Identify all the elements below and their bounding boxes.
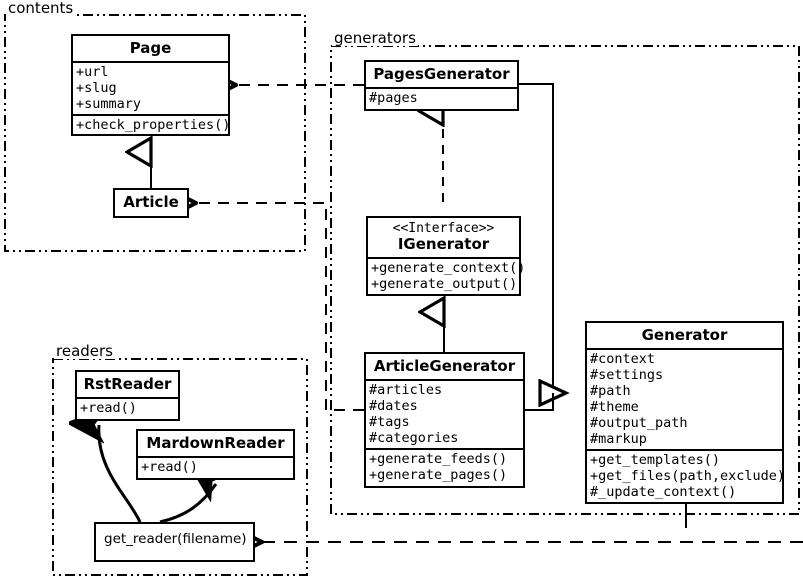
attribute-row: +summary — [76, 96, 142, 112]
class-methods-rst-reader: +read() — [77, 397, 178, 418]
attribute-row: #pages — [369, 90, 418, 106]
relation-get-reader-creates-rstreader — [99, 425, 142, 523]
method-row: +read() — [80, 400, 137, 416]
attribute-row: #markup — [590, 431, 647, 447]
relation-articlegenerator-uses-article — [196, 203, 364, 411]
class-attributes-generator: #context #settings #path #theme #output_… — [587, 348, 782, 449]
method-row: +generate_feeds() — [369, 451, 508, 467]
method-row: +generate_context() — [371, 260, 526, 276]
class-title-mardown-reader: MardownReader — [146, 434, 285, 452]
attribute-row: #theme — [590, 399, 639, 415]
class-methods-article-generator: +generate_feeds() +generate_pages() — [366, 448, 523, 485]
class-box-rst-reader[interactable]: RstReader +read() — [75, 370, 180, 421]
class-box-generator[interactable]: Generator #context #settings #path #them… — [585, 321, 786, 504]
class-box-article-generator[interactable]: ArticleGenerator #articles #dates #tags … — [364, 352, 525, 488]
relation-get-reader-creates-mardownreader — [159, 484, 216, 524]
class-box-igenerator[interactable]: <<Interface>> IGenerator +generate_conte… — [366, 216, 526, 296]
method-row: +check_properties() — [76, 117, 231, 133]
class-attributes-pages-generator: #pages — [366, 87, 517, 108]
class-title-article-generator: ArticleGenerator — [373, 357, 516, 375]
class-title-page: Page — [129, 39, 172, 57]
class-title-article: Article — [123, 193, 179, 211]
class-box-article[interactable]: Article — [113, 188, 189, 218]
method-row: +generate_pages() — [369, 467, 508, 483]
attribute-row: #tags — [369, 414, 410, 430]
attribute-row: #categories — [369, 430, 459, 446]
attribute-row: +url — [76, 64, 109, 80]
class-attributes-article-generator: #articles #dates #tags #categories — [366, 379, 523, 448]
package-label-contents: contents — [6, 0, 76, 17]
method-row: +read() — [141, 459, 198, 475]
relation-generator-uses-get-reader — [262, 504, 803, 542]
attribute-row: #output_path — [590, 415, 688, 431]
function-title-get-reader: get_reader(filename) — [104, 531, 247, 547]
attribute-row: #settings — [590, 367, 664, 383]
class-methods-igenerator: +generate_context() +generate_output() — [368, 257, 526, 294]
class-title-generator: Generator — [641, 326, 728, 344]
relation-articlegenerator-extends-generator — [525, 393, 554, 411]
package-label-readers: readers — [54, 342, 115, 360]
class-title-rst-reader: RstReader — [83, 375, 172, 393]
class-box-mardown-reader[interactable]: MardownReader +read() — [136, 429, 295, 480]
attribute-row: #dates — [369, 398, 418, 414]
function-box-get-reader[interactable]: get_reader(filename) — [94, 522, 255, 562]
attribute-row: #articles — [369, 382, 443, 398]
class-title-igenerator: IGenerator — [397, 235, 490, 253]
attribute-row: #path — [590, 383, 631, 399]
method-row: #_update_context() — [590, 484, 737, 500]
method-row: +get_files(path,exclude) — [590, 468, 786, 484]
class-methods-mardown-reader: +read() — [138, 456, 293, 477]
class-box-pages-generator[interactable]: PagesGenerator #pages — [364, 60, 519, 111]
method-row: +generate_output() — [371, 276, 518, 292]
method-row: +get_templates() — [590, 452, 721, 468]
class-attributes-page: +url +slug +summary — [73, 61, 228, 114]
class-methods-generator: +get_templates() +get_files(path,exclude… — [587, 449, 786, 502]
package-label-generators: generators — [332, 29, 418, 47]
class-title-pages-generator: PagesGenerator — [373, 65, 510, 83]
relation-pagesgenerator-extends-generator — [519, 83, 566, 393]
attribute-row: +slug — [76, 80, 117, 96]
class-stereotype-igenerator: <<Interface>> — [392, 221, 495, 236]
class-methods-page: +check_properties() — [73, 114, 231, 135]
attribute-row: #context — [590, 351, 656, 367]
class-box-page[interactable]: Page +url +slug +summary +check_properti… — [71, 34, 230, 136]
